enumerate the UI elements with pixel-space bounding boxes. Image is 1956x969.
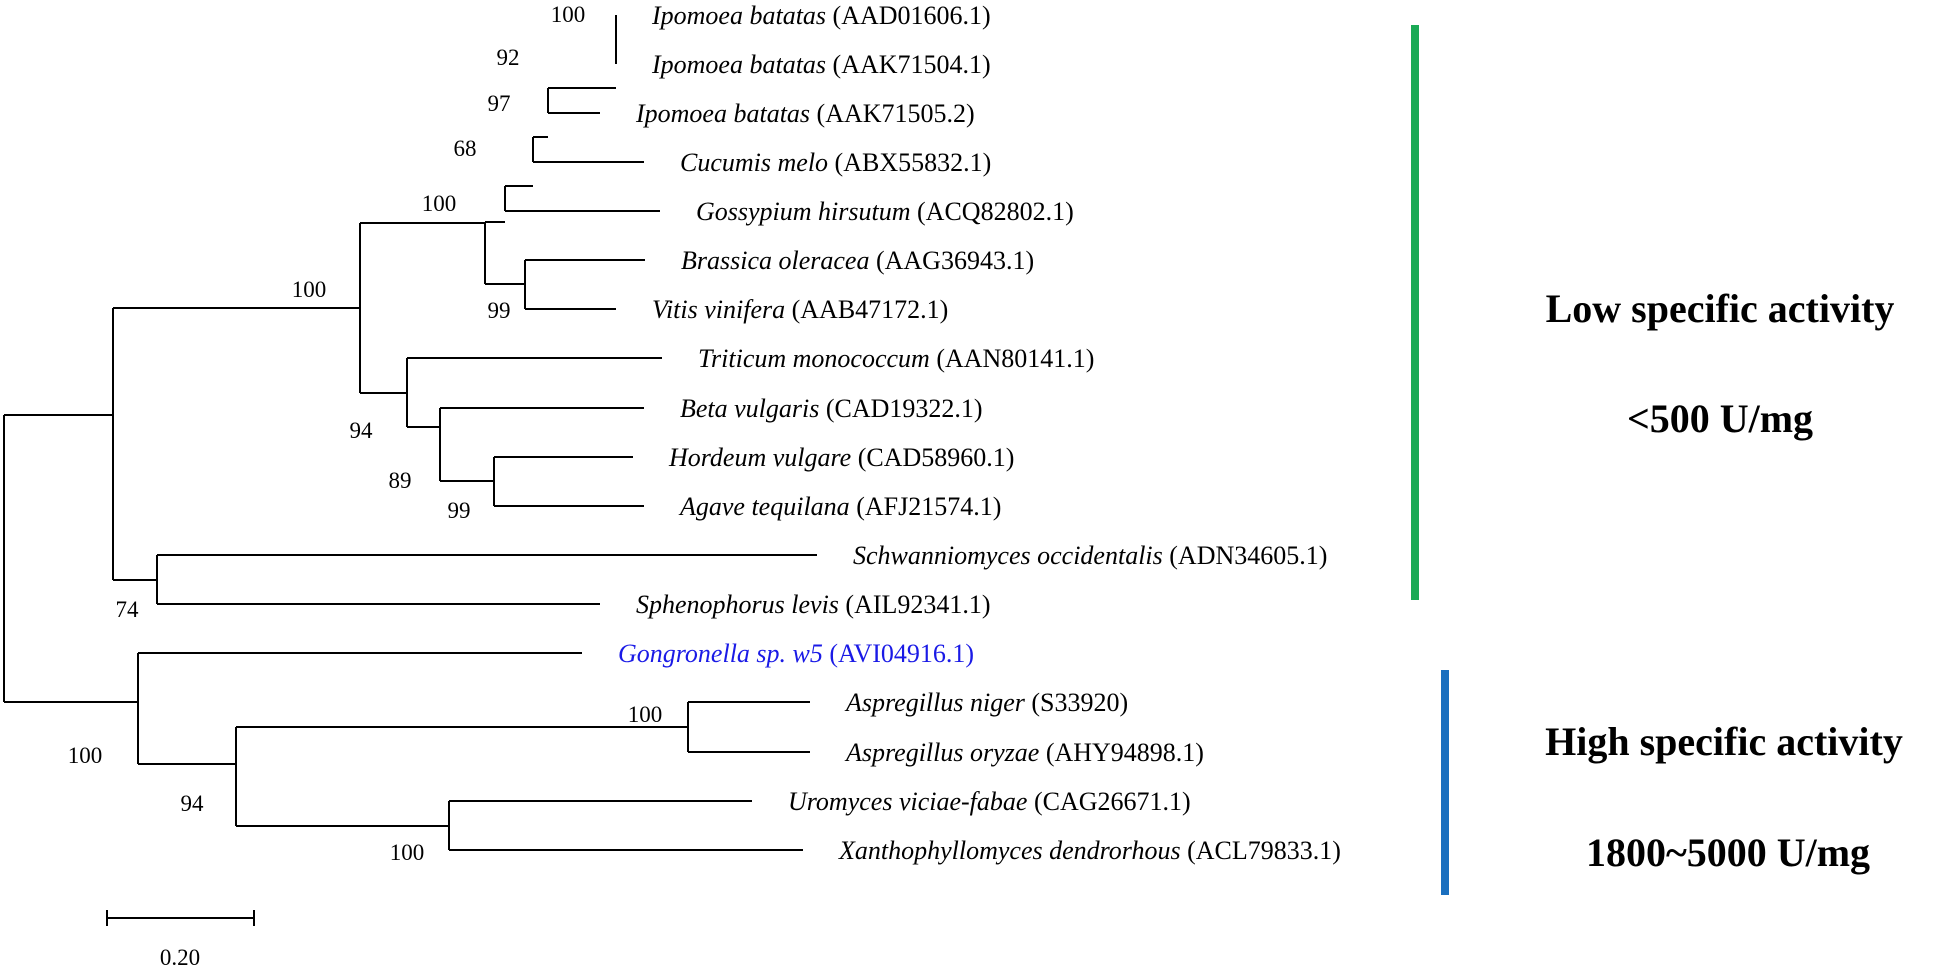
taxon-accession: (ACQ82802.1) — [911, 197, 1074, 226]
taxon-accession: (AHY94898.1) — [1039, 738, 1204, 767]
taxon-label: Triticum monococcum (AAN80141.1) — [698, 344, 1094, 373]
low-activity-label: Low specific activity — [1546, 286, 1895, 331]
taxon-species: Uromyces viciae-fabae — [788, 787, 1027, 816]
taxon-label: Vitis vinifera (AAB47172.1) — [652, 295, 948, 324]
taxon-label: Xanthophyllomyces dendrorhous (ACL79833.… — [838, 836, 1341, 865]
taxon-accession: (AAK71504.1) — [826, 50, 991, 79]
taxon-species: Ipomoea batatas — [635, 99, 810, 128]
taxon-label: Agave tequilana (AFJ21574.1) — [678, 492, 1001, 521]
taxon-species: Beta vulgaris — [680, 394, 819, 423]
bootstrap-value: 74 — [116, 597, 140, 622]
taxon-species: Triticum monococcum — [698, 344, 930, 373]
high-activity-range: 1800~5000 U/mg — [1586, 830, 1870, 875]
low-activity-group: Low specific activity <500 U/mg — [1411, 25, 1895, 600]
taxon-species: Brassica oleracea — [681, 246, 869, 275]
bootstrap-value: 99 — [448, 498, 471, 523]
taxon-species: Sphenophorus levis — [636, 590, 839, 619]
taxon-labels: Ipomoea batatas (AAD01606.1)Ipomoea bata… — [618, 1, 1341, 865]
taxon-accession: (S33920) — [1025, 688, 1128, 717]
taxon-label: Ipomoea batatas (AAK71505.2) — [635, 99, 975, 128]
taxon-label: Schwanniomyces occidentalis (ADN34605.1) — [853, 541, 1327, 570]
bootstrap-value: 100 — [628, 702, 663, 727]
tree-branches — [3, 15, 817, 851]
taxon-label: Ipomoea batatas (AAK71504.1) — [651, 50, 991, 79]
taxon-accession: (CAD19322.1) — [819, 394, 982, 423]
taxon-label: Hordeum vulgare (CAD58960.1) — [668, 443, 1014, 472]
scale-bar — [106, 910, 255, 926]
taxon-label: Gossypium hirsutum (ACQ82802.1) — [696, 197, 1074, 226]
taxon-accession: (AAD01606.1) — [826, 1, 991, 30]
taxon-accession: (AAG36943.1) — [869, 246, 1034, 275]
scale-bar-label: 0.20 — [160, 945, 200, 969]
bootstrap-value: 89 — [389, 468, 412, 493]
taxon-label: Sphenophorus levis (AIL92341.1) — [636, 590, 991, 619]
taxon-label: Uromyces viciae-fabae (CAG26671.1) — [788, 787, 1191, 816]
bootstrap-value: 100 — [292, 277, 327, 302]
taxon-accession: (AAK71505.2) — [810, 99, 975, 128]
taxon-species: Schwanniomyces occidentalis — [853, 541, 1163, 570]
taxon-species: Agave tequilana — [678, 492, 850, 521]
taxon-species: Ipomoea batatas — [651, 50, 826, 79]
taxon-species: Hordeum vulgare — [668, 443, 851, 472]
taxon-accession: (AAN80141.1) — [930, 344, 1095, 373]
taxon-species: Aspregillus niger — [844, 688, 1026, 717]
taxon-label: Cucumis melo (ABX55832.1) — [680, 148, 991, 177]
bootstrap-value: 100 — [390, 840, 425, 865]
taxon-species: Gongronella sp. w5 — [618, 639, 823, 668]
taxon-accession: (CAG26671.1) — [1027, 787, 1190, 816]
taxon-label: Aspregillus niger (S33920) — [844, 688, 1128, 717]
taxon-accession: (ADN34605.1) — [1163, 541, 1328, 570]
bootstrap-value: 68 — [454, 136, 477, 161]
low-activity-range: <500 U/mg — [1627, 396, 1813, 441]
bootstrap-value: 94 — [350, 418, 374, 443]
bootstrap-value: 94 — [181, 791, 205, 816]
taxon-accession: (ABX55832.1) — [828, 148, 991, 177]
taxon-accession: (AVI04916.1) — [823, 639, 974, 668]
taxon-label: Beta vulgaris (CAD19322.1) — [680, 394, 983, 423]
high-activity-label: High specific activity — [1545, 719, 1903, 764]
taxon-label: Gongronella sp. w5 (AVI04916.1) — [618, 639, 974, 668]
bootstrap-value: 92 — [497, 45, 520, 70]
taxon-accession: (ACL79833.1) — [1181, 836, 1341, 865]
bootstrap-value: 100 — [422, 191, 457, 216]
taxon-label: Ipomoea batatas (AAD01606.1) — [651, 1, 991, 30]
taxon-species: Xanthophyllomyces dendrorhous — [838, 836, 1181, 865]
high-activity-group: High specific activity 1800~5000 U/mg — [1441, 670, 1903, 895]
taxon-accession: (AFJ21574.1) — [850, 492, 1002, 521]
taxon-accession: (AAB47172.1) — [785, 295, 948, 324]
taxon-species: Aspregillus oryzae — [844, 738, 1039, 767]
bootstrap-value: 100 — [551, 2, 586, 27]
taxon-label: Aspregillus oryzae (AHY94898.1) — [844, 738, 1204, 767]
taxon-species: Vitis vinifera — [652, 295, 785, 324]
bootstrap-value: 100 — [68, 743, 103, 768]
taxon-label: Brassica oleracea (AAG36943.1) — [681, 246, 1034, 275]
bootstrap-value: 99 — [488, 298, 511, 323]
taxon-species: Ipomoea batatas — [651, 1, 826, 30]
taxon-species: Gossypium hirsutum — [696, 197, 911, 226]
taxon-accession: (CAD58960.1) — [851, 443, 1014, 472]
bootstrap-value: 97 — [488, 91, 511, 116]
taxon-accession: (AIL92341.1) — [839, 590, 991, 619]
bootstrap-values: 100 92 97 68 100 100 99 94 89 99 74 100 100 94 100 — [68, 2, 663, 865]
taxon-species: Cucumis melo — [680, 148, 828, 177]
